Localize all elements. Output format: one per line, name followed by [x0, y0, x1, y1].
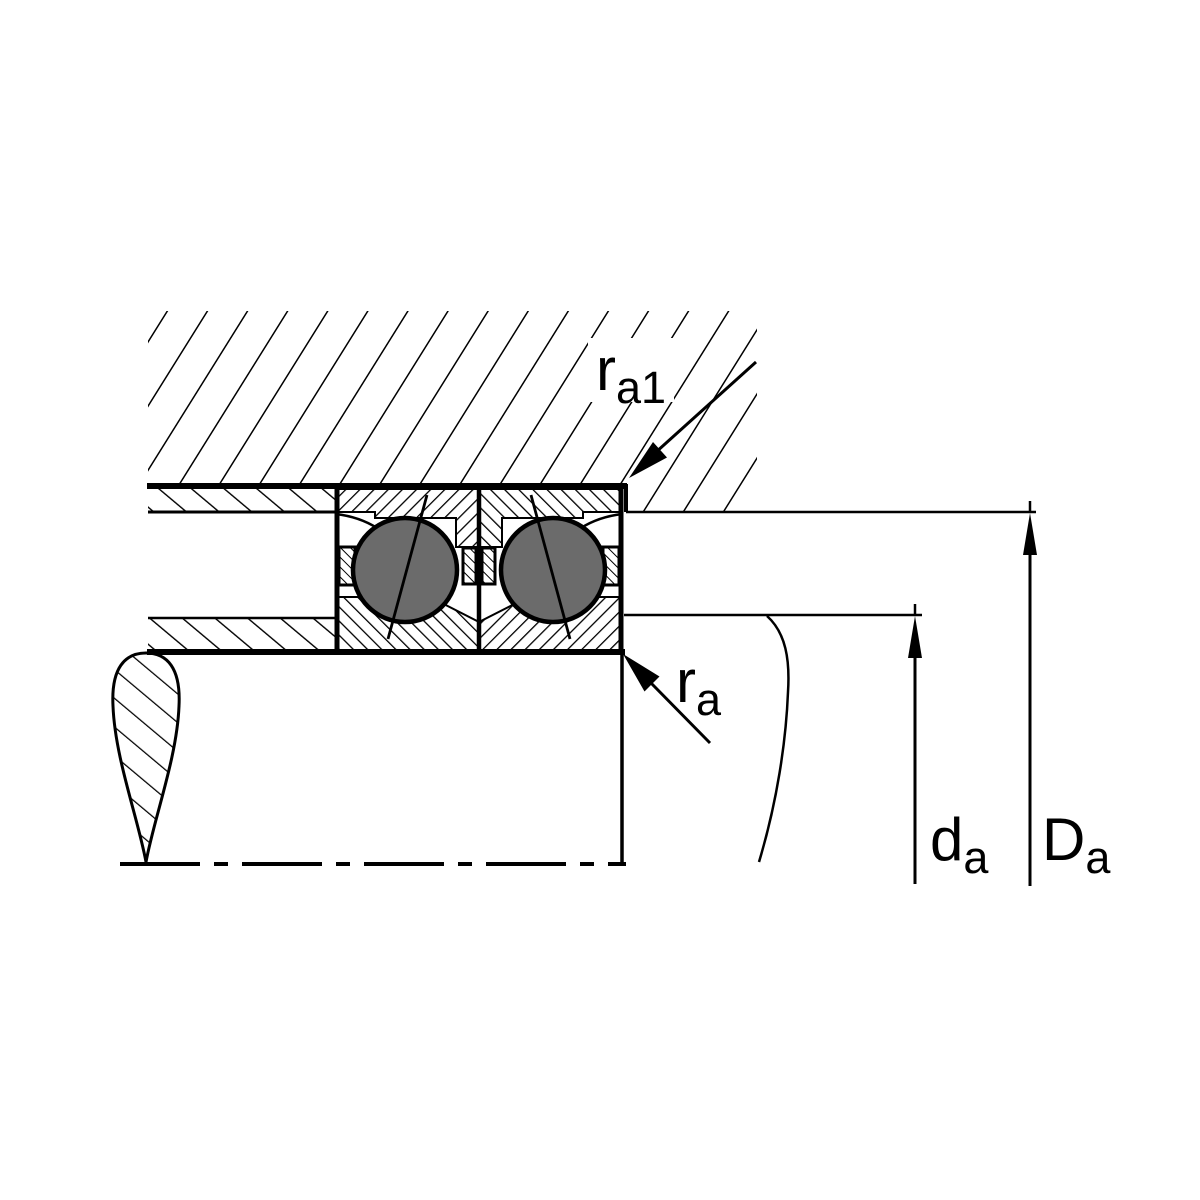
label-Da-symbol: D: [1042, 806, 1086, 873]
bearing-right: [478, 488, 623, 653]
housing-seat-strip: [148, 486, 336, 512]
leader-arrowhead-ra: [623, 654, 660, 692]
bearing-pair: [147, 483, 627, 655]
leader-arrowhead-ra1: [629, 442, 667, 478]
shaft-shoulder-break-line: [757, 615, 790, 863]
outer-raceway-edge-right: [580, 512, 623, 530]
label-ra-subscript: a: [695, 674, 722, 725]
label-ra-symbol: r: [676, 648, 696, 715]
dimension-da: [908, 604, 922, 884]
shaft-break-teardrop: [111, 651, 181, 863]
leader-line-ra: [649, 681, 712, 745]
bearing-outlines: [147, 483, 627, 655]
label-da-symbol: d: [930, 806, 964, 873]
leader-line-ra1: [653, 360, 758, 455]
label-ra1-subscript: a1: [615, 362, 667, 413]
contact-angle-line-left: [386, 494, 429, 640]
Da-arrowhead: [1023, 513, 1037, 555]
label-Da-subscript: a: [1085, 832, 1111, 883]
label-Da: Da: [1042, 810, 1110, 881]
outer-raceway-edge-left: [335, 512, 378, 530]
annotation-ra: [623, 654, 712, 745]
shaft-seat-strip: [148, 618, 336, 652]
da-arrowhead: [908, 616, 922, 658]
ball-right: [498, 515, 608, 625]
label-ra: ra: [676, 652, 721, 723]
cage-right-bearing: [480, 545, 621, 587]
label-da: da: [930, 810, 988, 881]
label-ra1-symbol: r: [596, 336, 616, 403]
bearing-left: [335, 488, 480, 653]
contact-angle-line-right: [529, 494, 572, 640]
label-da-subscript: a: [963, 832, 989, 883]
annotation-ra1: [629, 360, 758, 478]
dimension-Da: [1023, 501, 1037, 886]
ball-left: [350, 515, 460, 625]
label-ra1: ra1: [588, 336, 675, 410]
shaft-section: [111, 613, 922, 864]
